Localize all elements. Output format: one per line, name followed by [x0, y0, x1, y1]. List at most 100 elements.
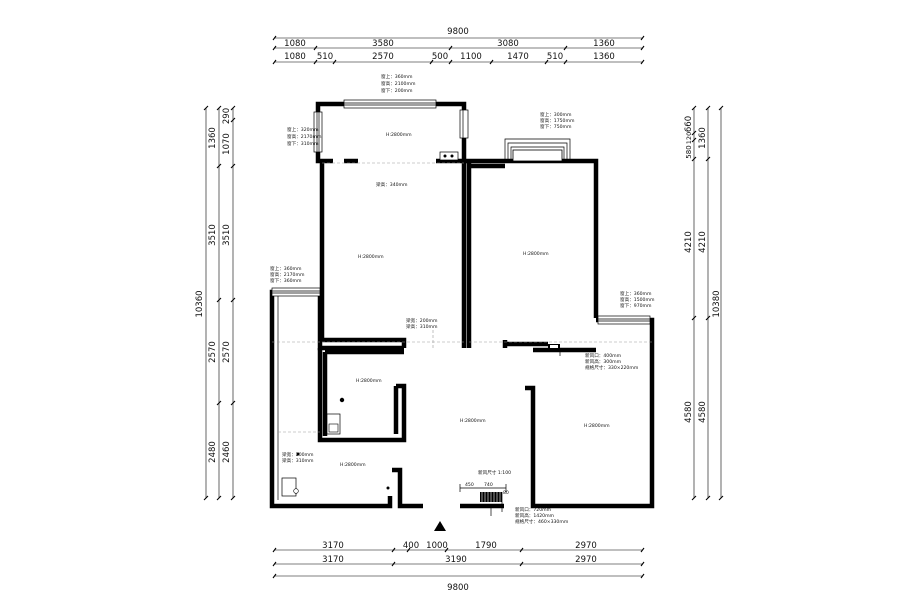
room-height-label: H:2800mm: [386, 132, 412, 138]
fixtures: [281, 151, 561, 516]
balcony-window-note: 窗上：360mm 窗高：2100mm 窗下：200mm: [381, 73, 416, 94]
left-col1-dimensions: 1360 3510 2570 2480: [208, 127, 218, 463]
note-line: 窗高：2170mm: [270, 271, 305, 278]
right-col1-dim: 660: [684, 116, 694, 132]
note-line: 窗下：200mm: [381, 87, 413, 94]
top-row2-dim: 2570: [372, 52, 394, 62]
right-hvac-note: 新风口：400mm 新风高：300mm 规格尺寸：330×220mm: [585, 352, 639, 371]
note-line: 窗上：320mm: [287, 126, 319, 133]
left-window: [271, 287, 321, 500]
note-line: 梁宽：200mm: [282, 451, 314, 458]
right-col1-dim: 4210: [684, 231, 694, 253]
note-line: 窗下：310mm: [287, 140, 319, 147]
top-row2-dim: 1360: [593, 52, 615, 62]
bottom-dimension-lines: [272, 547, 645, 579]
note-line: 梁宽：200mm: [406, 317, 438, 324]
top-row2-dimensions: 1080 510 2570 500 1100 1470 510 1360: [284, 52, 615, 62]
left-window-note: 窗上：360mm 窗高：2170mm 窗下：360mm: [270, 265, 305, 284]
bottom-row1-dim: 1000: [426, 541, 448, 551]
entrance-arrow-icon: [434, 521, 446, 531]
right-col2-dim: 4580: [698, 401, 708, 423]
top-row1-dim: 1080: [284, 39, 306, 49]
right-window-note: 窗上：360mm 窗高：1500mm 窗下：970mm: [620, 290, 655, 309]
walls: [269, 101, 655, 509]
hall-beam-note: 梁宽：200mm 梁高：310mm: [406, 317, 438, 330]
bottom-row1-dim: 1790: [475, 541, 497, 551]
note-line: 窗高：2100mm: [381, 80, 416, 87]
left-col1-dim: 1360: [208, 127, 218, 149]
bottom-row2-dimensions: 3170 3190 2970: [322, 555, 597, 565]
bay-window: [504, 138, 571, 162]
top-row1-dim: 3080: [497, 39, 519, 49]
right-col2-dim: 4210: [698, 231, 708, 253]
top-row2-dim: 510: [317, 52, 333, 62]
note-line: 梁高：310mm: [282, 457, 314, 464]
room-height-label: H:2800mm: [340, 462, 366, 468]
room-height-label: H:2800mm: [523, 251, 549, 257]
bottom-row1-dimensions: 3170 400 1000 1790 2970: [322, 541, 597, 551]
bottom-row1-dim: 400: [403, 541, 419, 551]
left-col2-dim: 3510: [222, 224, 232, 246]
bottom-total-dimension: 9800: [447, 583, 469, 593]
top-row2-dim: 510: [547, 52, 563, 62]
room-height-label: H:2800mm: [460, 418, 486, 424]
right-col1-dim: 120: [685, 132, 693, 144]
right-col2-dimensions: 1360 4210 4580: [698, 127, 708, 423]
top-total-dimension: 9800: [447, 27, 469, 37]
top-row2-dim: 500: [432, 52, 448, 62]
note-line: 新风口：720mm: [515, 506, 552, 513]
bottom-hvac-note: 新风口：720mm 新风高：1420mm 规格尺寸：460×330mm: [515, 506, 569, 525]
note-line: 新风口：400mm: [585, 352, 622, 359]
balcony-window: [313, 99, 469, 153]
bottom-row1-dim: 2970: [575, 541, 597, 551]
note-line: 窗下：970mm: [620, 302, 652, 309]
left-col2-dim: 290: [222, 108, 232, 124]
upper-left-window-note: 窗上：320mm 窗高：2170mm 窗下：310mm: [287, 126, 322, 147]
room-height-label: H:2800mm: [356, 378, 382, 384]
bay-window-note: 窗上：300mm 窗高：1750mm 窗下：750mm: [540, 111, 575, 130]
left-dimension-lines: [203, 105, 236, 501]
right-col1-dim: 580: [685, 145, 693, 158]
note-line: 窗上：360mm: [381, 73, 413, 80]
left-col1-dim: 2480: [208, 441, 218, 463]
note-line: 规格尺寸：460×330mm: [515, 518, 569, 525]
beam-lines: [272, 162, 652, 433]
top-dimension-lines: [272, 35, 645, 65]
scale-note: 新风尺寸 1:100: [478, 469, 511, 476]
left-col2-dimensions: 290 1070 3510 2570 2460: [222, 108, 232, 463]
left-col1-dim: 2570: [208, 341, 218, 363]
note-line: 窗高：1500mm: [620, 296, 655, 303]
note-line: 规格尺寸：330×220mm: [585, 364, 639, 371]
note-line: 新风高：1420mm: [515, 512, 555, 519]
kitchen-beam-note: 梁高：340mm: [376, 181, 408, 188]
right-col2-dim: 1360: [698, 127, 708, 149]
note-line: 窗高：1750mm: [540, 117, 575, 124]
top-row1-dim: 1360: [593, 39, 615, 49]
note-line: 新风高：300mm: [585, 358, 622, 365]
mini-dimension: 450: [465, 482, 474, 488]
note-line: 窗上：300mm: [540, 111, 572, 118]
bottom-row1-dim: 3170: [322, 541, 344, 551]
right-dimension-lines: [691, 105, 724, 501]
room-height-label: H:2800mm: [584, 423, 610, 429]
left-total-dimension: 10360: [195, 290, 205, 317]
left-col2-dim: 2460: [222, 441, 232, 463]
top-row1-dimensions: 1080 3580 3080 1360: [284, 39, 615, 49]
top-row2-dim: 1080: [284, 52, 306, 62]
note-line: 窗上：360mm: [270, 265, 302, 272]
bottom-row2-dim: 3190: [445, 555, 467, 565]
left-col1-dim: 3510: [208, 224, 218, 246]
right-col1-dimensions: 660 120 580 4210 4580: [684, 116, 694, 423]
note-line: 窗下：360mm: [270, 277, 302, 284]
right-col1-dim: 4580: [684, 401, 694, 423]
right-total-dimension: 10380: [712, 290, 722, 317]
top-row1-dim: 3580: [372, 39, 394, 49]
left-col2-dim: 2570: [222, 341, 232, 363]
room-height-label: H:2800mm: [358, 254, 384, 260]
note-line: 窗高：2170mm: [287, 133, 322, 140]
bottom-row2-dim: 3170: [322, 555, 344, 565]
left-beam-note: 梁宽：200mm 梁高：310mm: [282, 451, 314, 464]
bottom-row2-dim: 2970: [575, 555, 597, 565]
right-window: [597, 315, 651, 325]
